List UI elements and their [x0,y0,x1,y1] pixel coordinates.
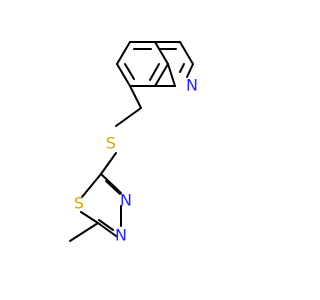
canvas-background [0,0,300,300]
bond-c7-c8 [179,41,194,65]
bond-c5-c6 [116,63,131,87]
bond-c5-ch2 [129,85,142,109]
bond-c3-c4 [154,63,169,87]
bond-c2-c3 [154,41,169,65]
atom-s-thioether: S [106,134,116,153]
bond-n-c3 [167,63,176,87]
atom-n-ring-upper: N [120,191,132,210]
bond-c5ring-methyl [69,222,99,242]
bond-c5-c6-inner [124,63,135,80]
bond-c8-n [186,63,194,78]
bond-c2ring-n3-double [105,180,121,195]
bond-c8-n-inner [179,63,185,73]
bond-n4-c5ring [97,222,117,237]
atom-n-ring-lower: N [115,226,127,245]
molecule-structure: N S S N N [0,0,300,300]
bond-s-c2ring [100,152,117,175]
bond-c6-c1 [116,41,131,65]
bond-ch2-s [115,107,142,127]
bond-c2ring-sring [81,173,102,198]
atom-s-ring: S [74,194,84,213]
bond-c5ring-sring [80,211,99,224]
atom-n-quinoline: N [186,76,198,95]
bond-n4-c5ring-double [98,219,114,231]
bond-c3-c4-inner [149,63,160,81]
bond-c2ring-n3 [100,173,122,194]
